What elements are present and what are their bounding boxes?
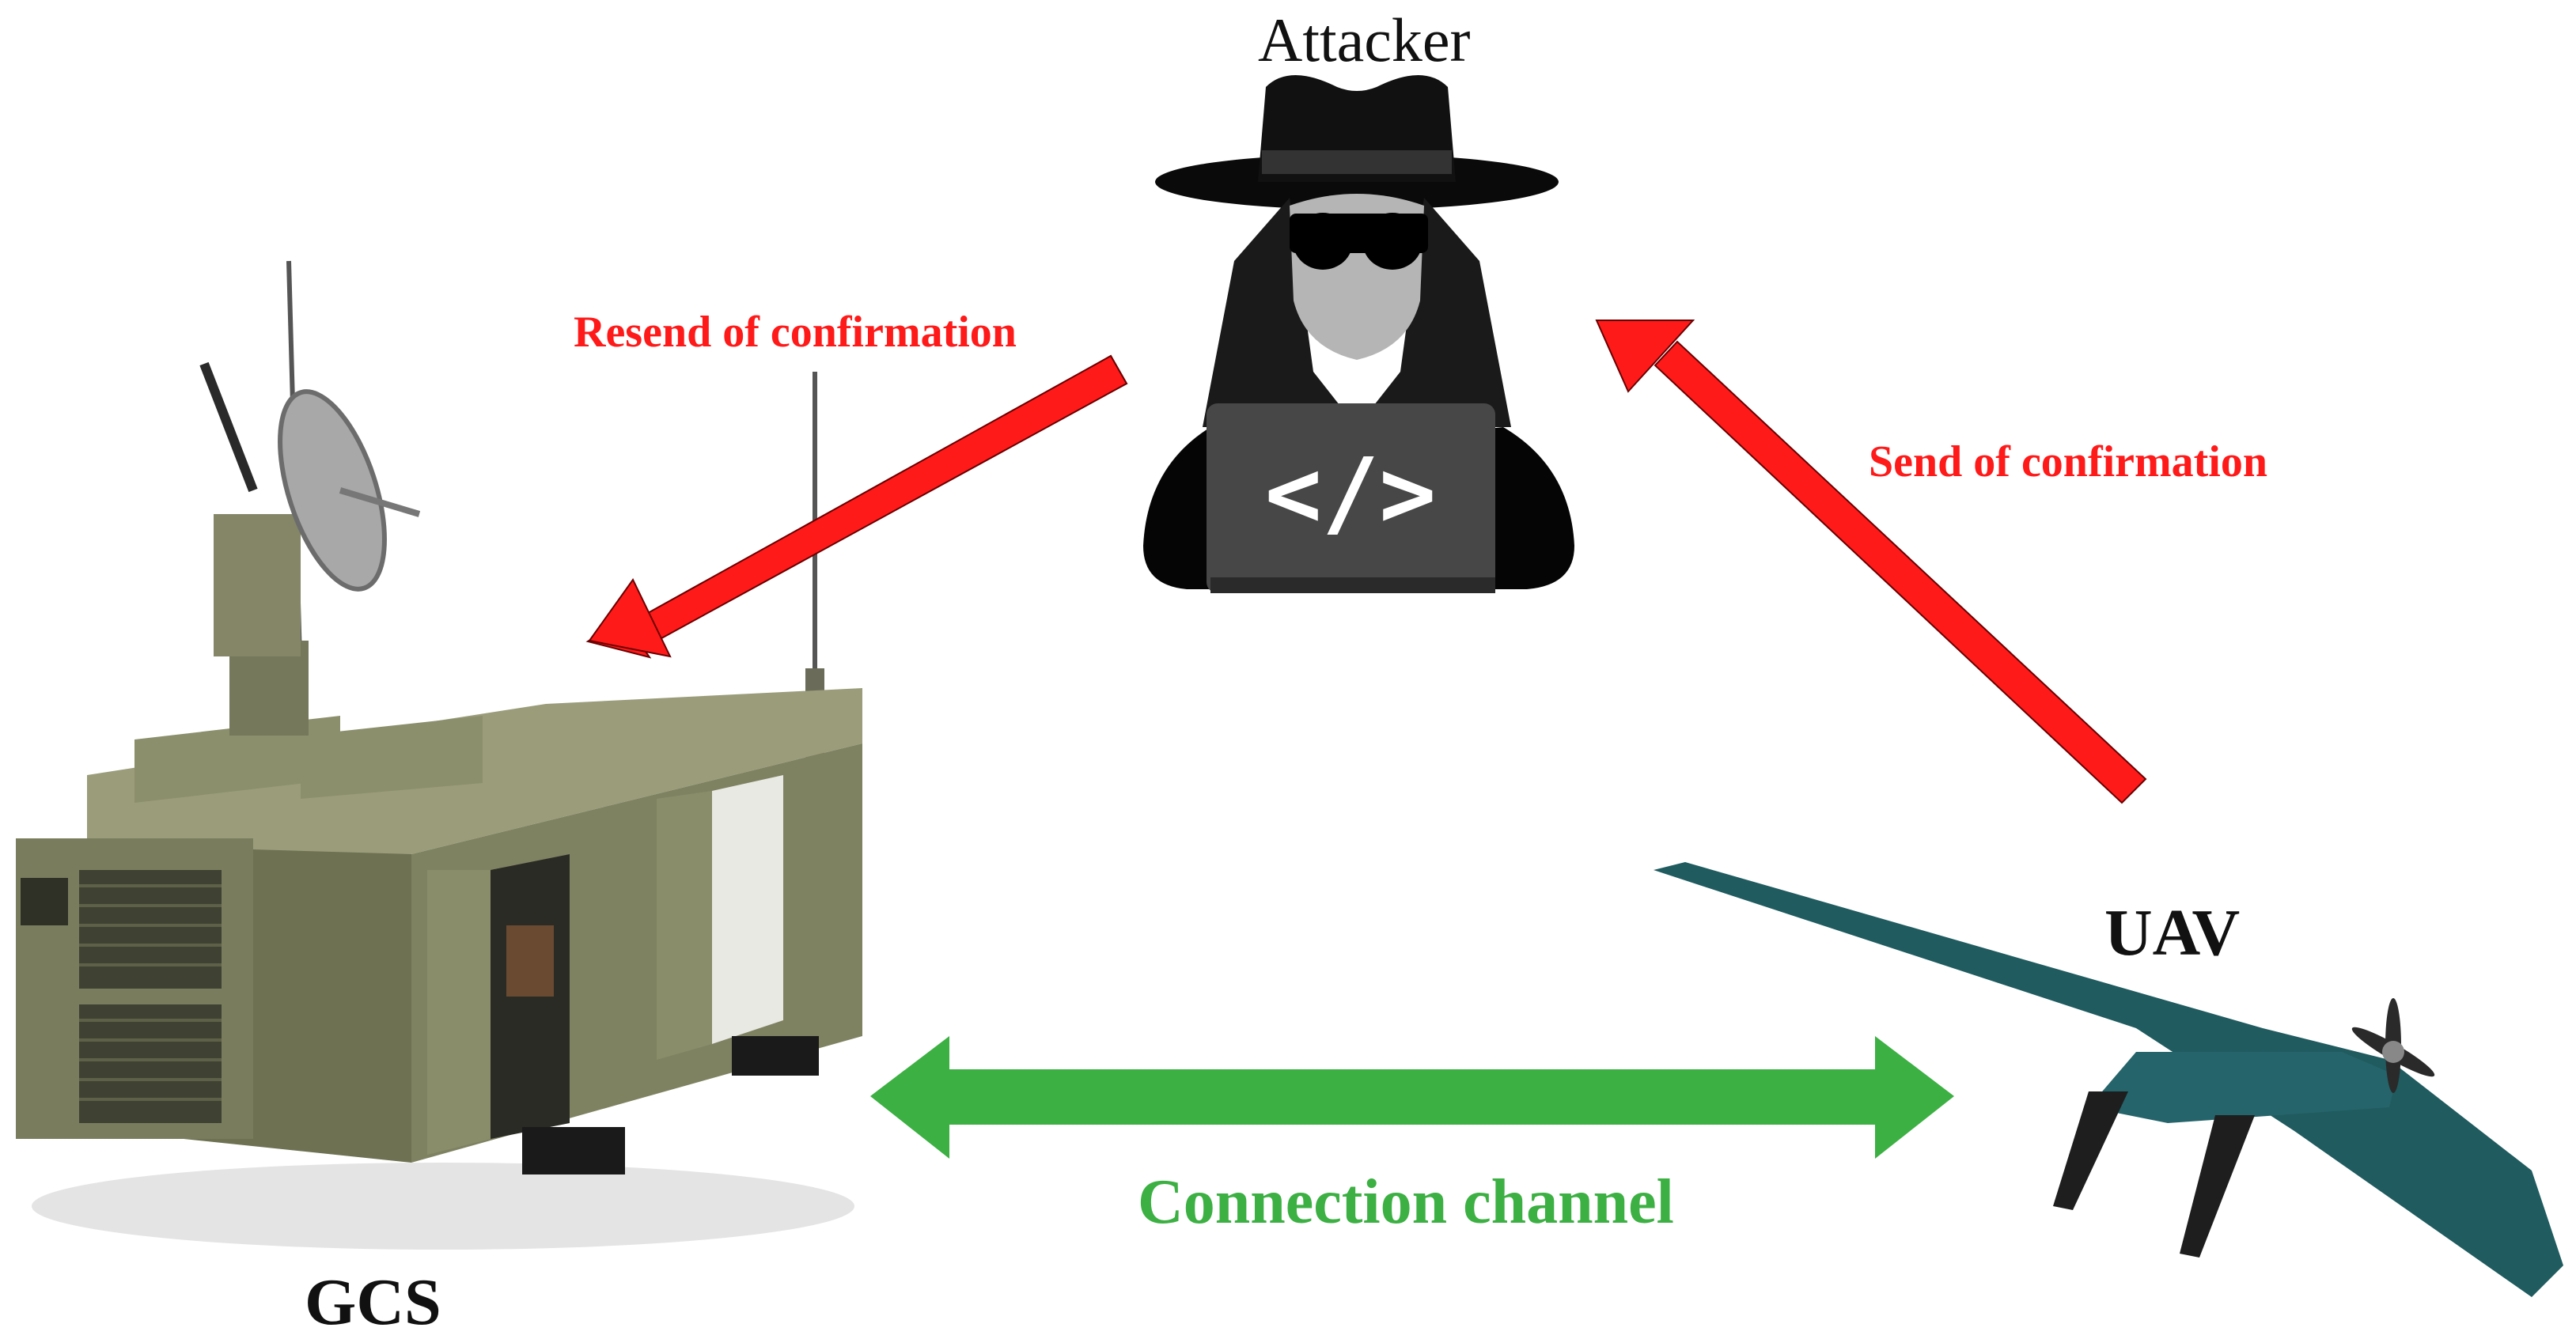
attacker-label: Attacker bbox=[1258, 6, 1471, 74]
svg-text:</>: </> bbox=[1265, 439, 1437, 549]
ground-control-station-icon bbox=[16, 260, 862, 1250]
uav-drone-icon bbox=[1654, 862, 2563, 1297]
uav-label: UAV bbox=[2104, 896, 2241, 970]
resend-arrow bbox=[585, 354, 1128, 659]
connection-channel-label: Connection channel bbox=[1138, 1167, 1674, 1237]
gcs-label: GCS bbox=[305, 1265, 441, 1339]
hacker-icon: </> bbox=[1143, 75, 1574, 593]
connection-channel-arrow bbox=[870, 1036, 1954, 1159]
send-confirmation-label: Send of confirmation bbox=[1869, 437, 2267, 486]
send-arrow bbox=[1595, 320, 2147, 804]
resend-confirmation-label: Resend of confirmation bbox=[574, 308, 1017, 357]
